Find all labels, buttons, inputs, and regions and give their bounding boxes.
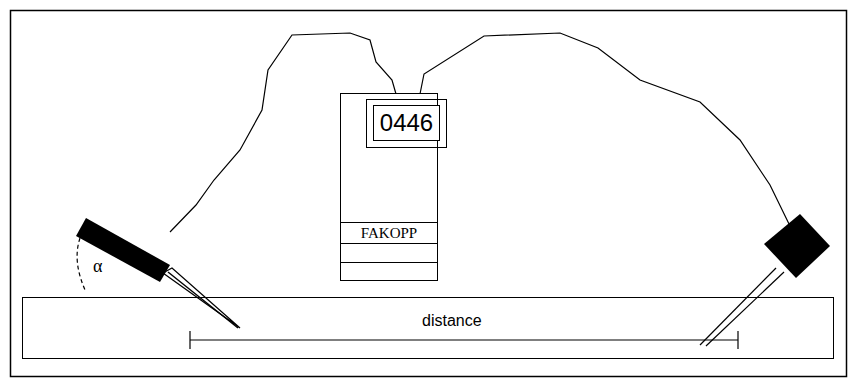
node-text: 0446 — [380, 109, 433, 137]
frame — [11, 11, 847, 377]
node-text: FAKOPP — [361, 225, 417, 242]
right-sensor — [700, 214, 830, 346]
distance-dimension — [190, 331, 738, 349]
angle-arc — [77, 238, 86, 292]
left-sensor — [76, 218, 240, 328]
display-bezel — [367, 100, 447, 148]
wood-beam — [23, 298, 834, 359]
fakopp-device — [341, 94, 438, 281]
device-line — [340, 262, 438, 263]
device-line — [340, 243, 438, 244]
angle-label: α — [91, 256, 104, 277]
brand-label: FAKOPP — [341, 223, 437, 243]
lcd-display: 0446 — [373, 105, 440, 141]
dimension-label: distance — [420, 312, 484, 330]
right-wire — [420, 33, 790, 226]
